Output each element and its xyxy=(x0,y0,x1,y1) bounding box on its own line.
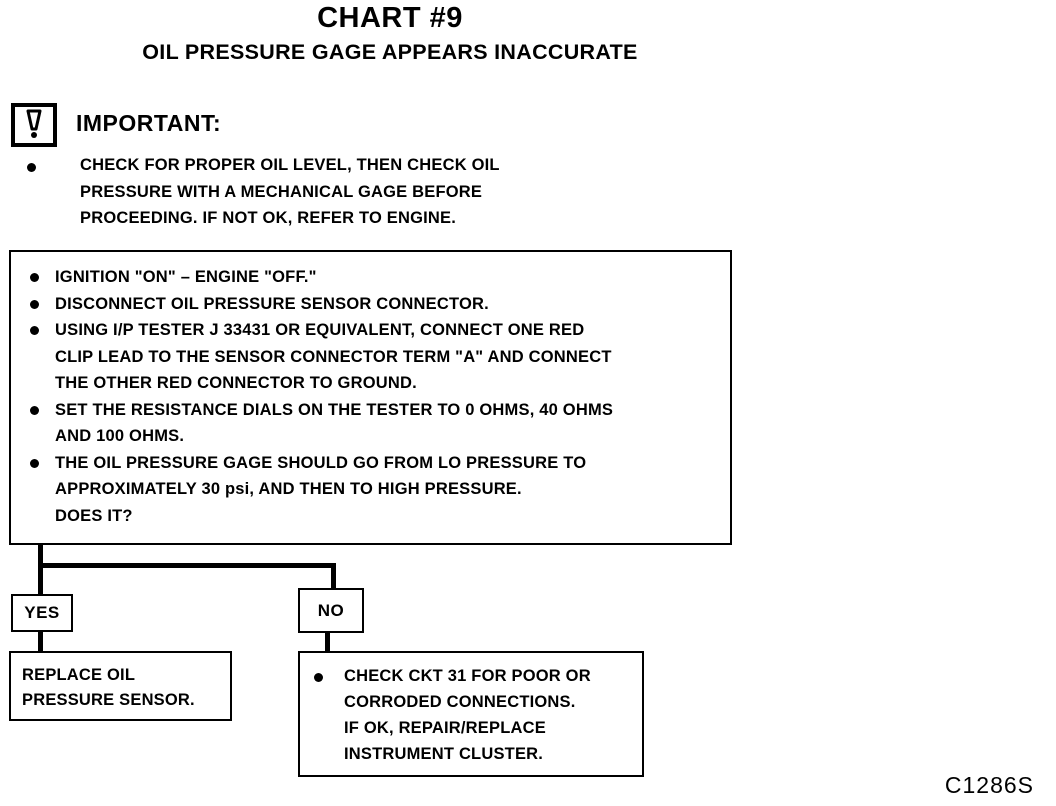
important-bullet xyxy=(27,163,36,172)
exclamation-glyph xyxy=(26,109,42,138)
important-line: PROCEEDING. IF NOT OK, REFER TO ENGINE. xyxy=(80,209,457,227)
no-label: NO xyxy=(317,600,345,620)
procedure-step: USING I/P TESTER J 33431 OR EQUIVALENT, … xyxy=(11,317,730,397)
step-bullet xyxy=(30,405,39,415)
no-result-line: CHECK CKT 31 FOR POOR OR xyxy=(344,667,591,685)
step-line: DISCONNECT OIL PRESSURE SENSOR CONNECTOR… xyxy=(55,294,489,313)
step-bullet xyxy=(30,326,39,335)
chart-title: CHART #9 xyxy=(317,2,463,34)
chart-subtitle: OIL PRESSURE GAGE APPEARS INACCURATE xyxy=(142,40,638,64)
important-line: PRESSURE WITH A MECHANICAL GAGE BEFORE xyxy=(80,182,483,201)
procedure-steps: IGNITION "ON" – ENGINE "OFF." DISCONNECT… xyxy=(11,264,730,529)
procedure-box: IGNITION "ON" – ENGINE "OFF." DISCONNECT… xyxy=(9,250,732,545)
procedure-step: THE OIL PRESSURE GAGE SHOULD GO FROM LO … xyxy=(11,450,730,530)
figure-code: C1286S xyxy=(944,772,1034,798)
connector-trunk xyxy=(38,545,43,595)
no-result-line: IF OK, REPAIR/REPLACE xyxy=(344,719,546,737)
step-line: SET THE RESISTANCE DIALS ON THE TESTER T… xyxy=(55,400,614,419)
step-line: DOES IT? xyxy=(55,506,133,525)
step-bullet xyxy=(30,299,39,309)
step-line: AND 100 OHMS. xyxy=(55,427,185,445)
procedure-step: DISCONNECT OIL PRESSURE SENSOR CONNECTOR… xyxy=(11,291,730,318)
step-line: THE OTHER RED CONNECTOR TO GROUND. xyxy=(55,374,417,392)
yes-box: YES xyxy=(11,594,73,632)
connector-branch-bar xyxy=(38,563,336,568)
step-line: THE OIL PRESSURE GAGE SHOULD GO FROM LO … xyxy=(55,453,587,472)
connector-no-drop xyxy=(331,563,336,589)
important-text: CHECK FOR PROPER OIL LEVEL, THEN CHECK O… xyxy=(80,152,500,232)
no-result-line: INSTRUMENT CLUSTER. xyxy=(344,745,544,763)
no-result-line: CORRODED CONNECTIONS. xyxy=(344,693,576,711)
yes-label: YES xyxy=(24,603,60,622)
important-line: CHECK FOR PROPER OIL LEVEL, THEN CHECK O… xyxy=(80,156,500,174)
no-box: NO xyxy=(298,588,364,633)
procedure-step: IGNITION "ON" – ENGINE "OFF." xyxy=(11,264,730,291)
no-result-box: CHECK CKT 31 FOR POOR OR CORRODED CONNEC… xyxy=(298,651,644,777)
no-result-bullet xyxy=(314,673,323,682)
yes-result-line: PRESSURE SENSOR. xyxy=(22,691,195,709)
step-bullet xyxy=(30,458,39,468)
step-bullet xyxy=(30,273,39,282)
yes-result-box: REPLACE OIL PRESSURE SENSOR. xyxy=(9,651,232,721)
step-line: APPROXIMATELY 30 psi, AND THEN TO HIGH P… xyxy=(55,480,522,498)
connector-yes-result xyxy=(38,631,43,653)
step-line: USING I/P TESTER J 33431 OR EQUIVALENT, … xyxy=(55,321,585,339)
step-line: CLIP LEAD TO THE SENSOR CONNECTOR TERM "… xyxy=(55,347,612,366)
exclamation-icon xyxy=(11,103,57,147)
step-line: IGNITION "ON" – ENGINE "OFF." xyxy=(55,268,317,286)
connector-no-result xyxy=(325,633,330,653)
yes-result-line: REPLACE OIL xyxy=(22,666,136,684)
procedure-step: SET THE RESISTANCE DIALS ON THE TESTER T… xyxy=(11,397,730,450)
important-label: IMPORTANT: xyxy=(76,110,222,136)
